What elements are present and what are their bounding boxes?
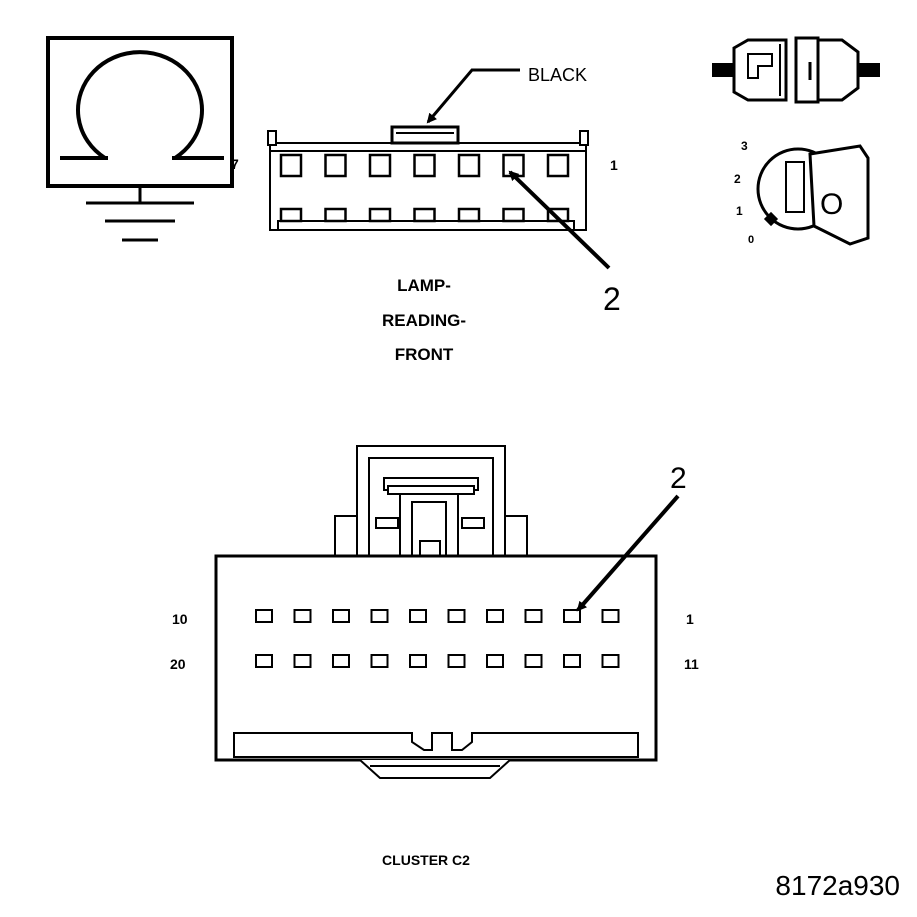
- cavity: [563, 609, 581, 623]
- cavity-row-1: [255, 609, 620, 623]
- ignition-key-icon: O: [756, 144, 870, 246]
- callout-number: 2: [603, 281, 621, 317]
- cavity: [324, 153, 347, 178]
- callout-arrow: [508, 170, 611, 270]
- cavity: [601, 654, 620, 668]
- switch-position-3: 3: [741, 139, 748, 153]
- connector-name: CLUSTER C2: [382, 852, 470, 868]
- cavity: [563, 654, 581, 668]
- switch-position-2: 2: [734, 172, 741, 186]
- cavity: [279, 207, 303, 223]
- cavity: [332, 654, 350, 668]
- cavity-label-20: 20: [170, 656, 186, 672]
- cavity: [546, 153, 570, 178]
- cluster-connector: [214, 445, 658, 779]
- cavity-label-11: 11: [684, 656, 699, 672]
- cavity: [447, 609, 466, 623]
- cavity: [370, 609, 389, 623]
- cavity: [293, 609, 312, 623]
- callout-number: 2: [670, 462, 687, 495]
- wire-color-label: BLACK: [528, 65, 587, 85]
- cavity: [502, 207, 525, 223]
- figure-id: 8172a930: [775, 870, 900, 901]
- pin-label-right: 1: [610, 157, 618, 173]
- switch-position-1: 1: [736, 204, 743, 218]
- ohmmeter-icon: [46, 36, 234, 188]
- cavity: [370, 654, 389, 668]
- cavity: [368, 153, 392, 178]
- cavity: [368, 207, 392, 223]
- cavity: [601, 609, 620, 623]
- cavity: [524, 654, 543, 668]
- connector-name-line-1: LAMP-: [397, 276, 451, 295]
- cavity: [409, 609, 427, 623]
- cavity: [255, 609, 273, 623]
- switch-position-0: 0: [748, 234, 754, 246]
- cavity: [279, 153, 303, 178]
- cavity: [413, 207, 436, 223]
- cavity: [413, 153, 436, 178]
- reading-lamp-connector: [267, 125, 589, 231]
- connector-name-line-2: READING-: [382, 311, 466, 330]
- cavity: [324, 207, 347, 223]
- cavity: [486, 609, 504, 623]
- connector-name-line-3: FRONT: [395, 345, 454, 364]
- connector-plug-icon: [712, 36, 880, 104]
- cavity-label-1: 1: [686, 611, 694, 627]
- cavity: [447, 654, 466, 668]
- cavity: [486, 654, 504, 668]
- cavity-row-2: [255, 654, 620, 668]
- cavity: [457, 153, 481, 178]
- cavity: [293, 654, 312, 668]
- pin-label-left: 7: [231, 156, 239, 172]
- cavity: [524, 609, 543, 623]
- ground-icon: [86, 186, 194, 242]
- wire-color-leader: [426, 68, 520, 124]
- cavity: [457, 207, 481, 223]
- cavity: [332, 609, 350, 623]
- cavity: [255, 654, 273, 668]
- callout-arrow: [576, 494, 680, 612]
- cavity: [409, 654, 427, 668]
- cavity-label-10: 10: [172, 611, 188, 627]
- key-label: O: [820, 188, 843, 221]
